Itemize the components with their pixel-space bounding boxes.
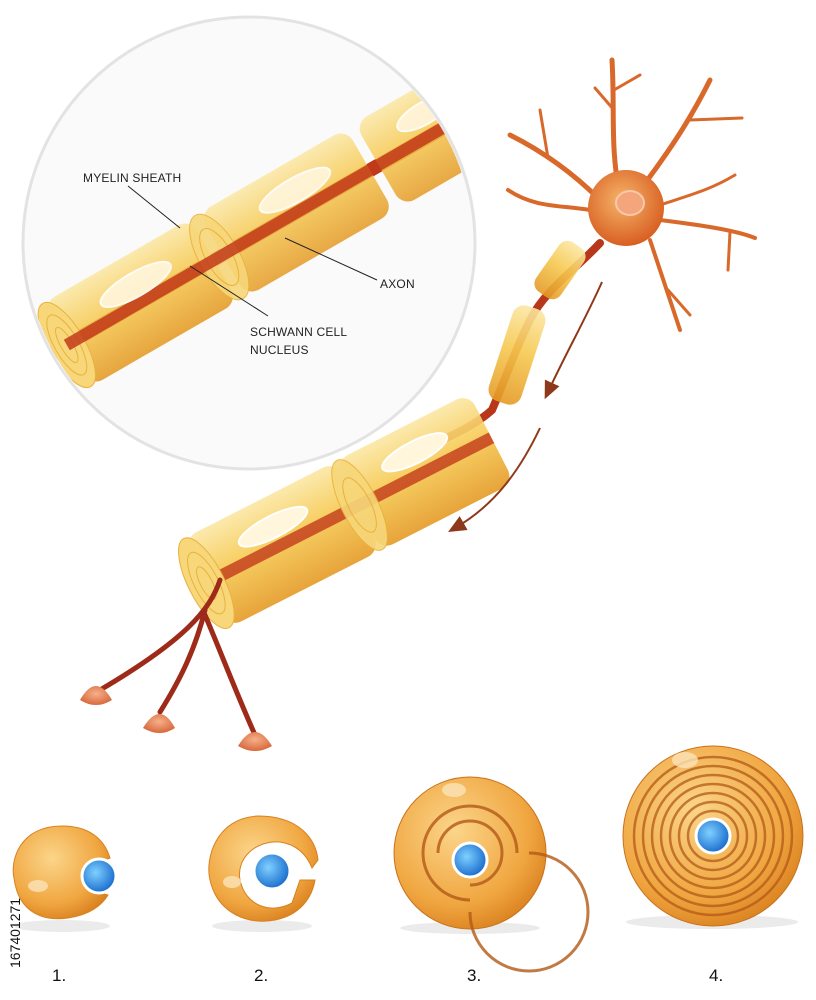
- stock-id-text: 167401271: [7, 897, 23, 968]
- stage-3-nucleus: [451, 841, 489, 879]
- stage-2-nucleus: [252, 851, 292, 891]
- stock-id: 167401271: [4, 770, 26, 970]
- step-number-3: 3.: [467, 966, 482, 985]
- label-nucleus: NUCLEUS: [250, 343, 309, 357]
- stage-4-nucleus: [694, 817, 732, 855]
- stage-1-nucleus: [80, 857, 118, 895]
- label-axon: AXON: [380, 277, 415, 291]
- terminal-bulb: [143, 714, 175, 733]
- zoom-schwann-nucleus: [99, 260, 172, 308]
- small-myelin-segments: [488, 240, 586, 405]
- terminal-bulb: [238, 732, 272, 751]
- large-myelin-segment: [178, 398, 510, 629]
- label-schwann-cell: SCHWANN CELL: [250, 325, 348, 339]
- stage-4-cell: [622, 745, 804, 929]
- stage-2-cell: [208, 815, 319, 932]
- direction-arrow: [448, 427, 541, 532]
- direction-arrow: [544, 281, 603, 400]
- stage-3-cell: [393, 776, 590, 973]
- stage-1-cell: [12, 825, 118, 932]
- zoom-circle: [21, 15, 477, 471]
- label-myelin-sheath: MYELIN SHEATH: [83, 171, 182, 185]
- step-number-1: 1.: [52, 966, 67, 985]
- neuron-cell-body: [506, 57, 757, 332]
- terminal-bulb: [80, 686, 112, 705]
- axon-terminals: [97, 577, 258, 738]
- step-number-4: 4.: [709, 966, 724, 985]
- step-number-2: 2.: [254, 966, 269, 985]
